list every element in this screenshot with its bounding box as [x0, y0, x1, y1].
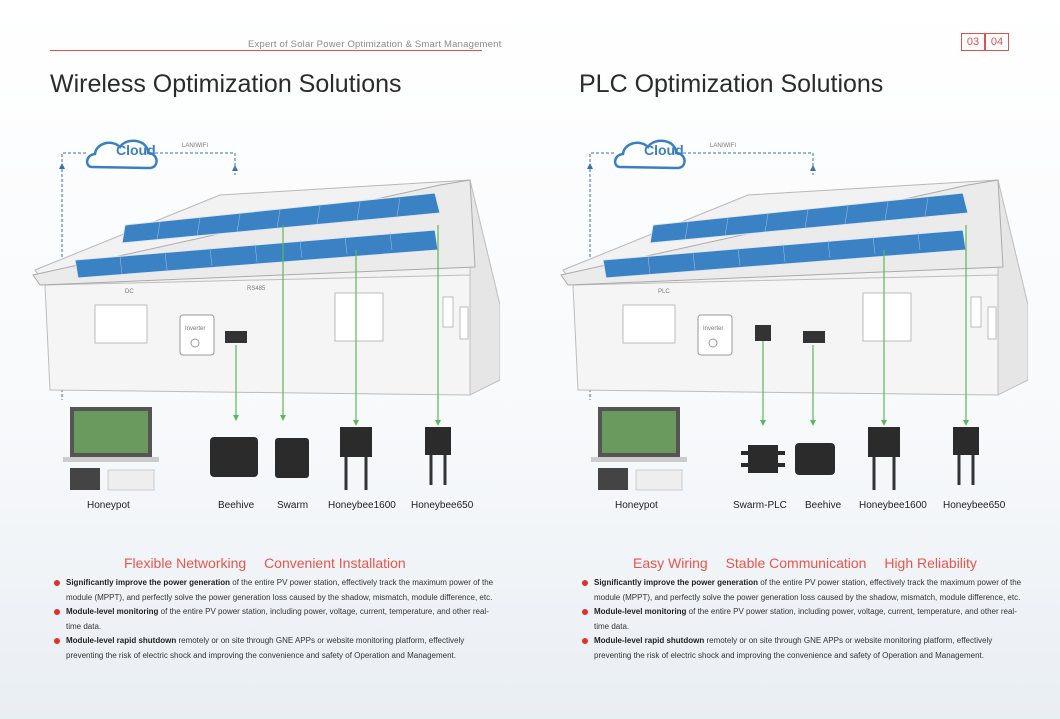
- feature-easy-wiring: Easy Wiring: [633, 555, 708, 571]
- device-label-honeybee650: Honeybee650: [943, 500, 1006, 511]
- house: Inverter PLC: [560, 179, 1028, 396]
- inverter-label: Inverter: [703, 326, 723, 332]
- device-label-honeybee1600: Honeybee1600: [859, 500, 927, 511]
- device-label-beehive: Beehive: [218, 500, 255, 511]
- honeybee650-device-icon: [425, 427, 451, 485]
- device-label-swarm-plc: Swarm-PLC: [733, 500, 787, 511]
- laptop-icon: [63, 407, 159, 491]
- swarm-device-icon: [275, 438, 309, 478]
- router-icon: [225, 331, 247, 343]
- bullet-item: Significantly improve the power generati…: [54, 576, 494, 605]
- inverter-label: Inverter: [185, 326, 205, 332]
- left-system-diagram: Cloud LAN/WIFI: [32, 139, 500, 491]
- beehive-device-icon: [795, 443, 835, 475]
- device-label-honeypot: Honeypot: [615, 500, 658, 511]
- page-number-right: 04: [985, 33, 1009, 51]
- device-label-swarm: Swarm: [277, 500, 309, 511]
- honeybee1600-device-icon: [868, 427, 900, 490]
- cloud-icon: Cloud: [85, 139, 158, 170]
- feature-high-reliability: High Reliability: [884, 555, 977, 571]
- feature-flexible-networking: Flexible Networking: [124, 555, 247, 571]
- right-bullet-list: Significantly improve the power generati…: [582, 576, 1022, 663]
- router-icon: [803, 331, 825, 343]
- cloud-icon: Cloud: [613, 139, 686, 170]
- right-feature-heading: Easy Wiring Stable Communication High Re…: [633, 555, 991, 571]
- left-feature-heading: Flexible Networking Convenient Installat…: [124, 555, 420, 571]
- device-label-honeybee650: Honeybee650: [411, 500, 474, 511]
- device-label-honeybee1600: Honeybee1600: [328, 500, 396, 511]
- bullet-item: Module-level monitoring of the entire PV…: [582, 605, 1022, 634]
- honeybee1600-device-icon: [340, 427, 372, 490]
- left-section-title: Wireless Optimization Solutions: [50, 70, 402, 98]
- cloud-label: Cloud: [116, 142, 156, 158]
- device-label-beehive: Beehive: [805, 500, 842, 511]
- rs485-label: RS485: [247, 286, 266, 292]
- laptop-icon: [591, 407, 687, 491]
- honeybee650-device-icon: [953, 427, 979, 485]
- bullet-item: Module-level rapid shutdown remotely or …: [54, 634, 494, 663]
- dc-label: DC: [125, 289, 134, 295]
- feature-convenient-installation: Convenient Installation: [264, 555, 406, 571]
- bullet-item: Module-level rapid shutdown remotely or …: [582, 634, 1022, 663]
- right-section-title: PLC Optimization Solutions: [579, 70, 884, 98]
- cloud-label: Cloud: [644, 142, 684, 158]
- bullet-item: Module-level monitoring of the entire PV…: [54, 605, 494, 634]
- beehive-device-icon: [210, 437, 258, 477]
- bullet-item: Significantly improve the power generati…: [582, 576, 1022, 605]
- device-label-honeypot: Honeypot: [87, 500, 130, 511]
- feature-stable-communication: Stable Communication: [725, 555, 867, 571]
- header-rule: [50, 50, 482, 51]
- house: Inverter DC RS485: [32, 179, 500, 396]
- swarm-plc-device-icon: [741, 445, 785, 473]
- page-number-left: 03: [961, 33, 985, 51]
- left-bullet-list: Significantly improve the power generati…: [54, 576, 494, 663]
- lan-label: LAN/WIFI: [182, 143, 208, 149]
- plc-label: PLC: [658, 289, 670, 295]
- right-system-diagram: Cloud LAN/WIFI: [560, 139, 1028, 491]
- plc-coupler-icon: [755, 325, 771, 341]
- tagline: Expert of Solar Power Optimization & Sma…: [248, 39, 502, 50]
- lan-label: LAN/WIFI: [710, 143, 736, 149]
